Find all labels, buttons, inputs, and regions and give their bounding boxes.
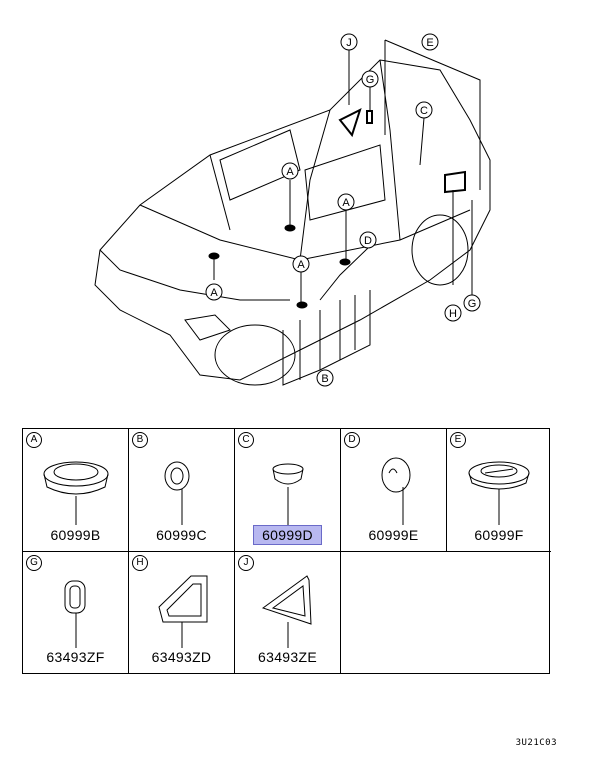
- part-cell-e[interactable]: E 60999F: [447, 429, 551, 552]
- callout-label: A: [342, 197, 350, 209]
- seal-j-icon: [261, 575, 312, 648]
- grommet-b-icon: [164, 461, 190, 525]
- parts-table: A 60999B B 60999C C 60999D D: [22, 428, 551, 674]
- callout-j: J: [340, 33, 358, 51]
- part-letter: G: [26, 555, 42, 571]
- part-number: 60999E: [368, 527, 419, 543]
- callout-label: A: [210, 287, 218, 299]
- diagram-code: 3U21C03: [515, 738, 557, 748]
- callout-h: H: [444, 304, 462, 322]
- part-letter: J: [238, 555, 254, 571]
- part-number: 63493ZF: [46, 649, 105, 665]
- callout-label: A: [286, 166, 294, 178]
- part-cell-b[interactable]: B 60999C: [129, 429, 235, 552]
- part-number: 60999B: [50, 527, 101, 543]
- part-letter: D: [344, 432, 360, 448]
- callout-a2: A: [337, 193, 355, 211]
- part-letter: A: [26, 432, 42, 448]
- callout-g1: G: [361, 70, 379, 88]
- callout-label: J: [346, 37, 352, 49]
- callout-label: E: [426, 37, 433, 49]
- part-cell-h[interactable]: H 63493ZD: [129, 552, 235, 673]
- seal-h-icon: [158, 575, 208, 648]
- callout-d: D: [359, 231, 377, 249]
- grommet-a-icon: [43, 461, 109, 525]
- part-number: 63493ZE: [258, 649, 317, 665]
- part-letter: H: [132, 555, 148, 571]
- part-letter: E: [450, 432, 466, 448]
- callout-label: C: [420, 105, 428, 117]
- part-number: 63493ZD: [151, 649, 212, 665]
- callout-b: B: [316, 369, 334, 387]
- grommet-c-icon: [272, 463, 304, 525]
- callout-c: C: [415, 101, 433, 119]
- seal-g-icon: [64, 580, 86, 648]
- callout-label: H: [449, 308, 457, 320]
- callout-label: G: [468, 298, 477, 310]
- callout-label: A: [297, 259, 305, 271]
- callout-a4: A: [205, 283, 223, 301]
- part-cell-d[interactable]: D 60999E: [341, 429, 447, 552]
- part-cell-j[interactable]: J 63493ZE: [235, 552, 341, 673]
- part-cell-c[interactable]: C 60999D: [235, 429, 341, 552]
- part-number: 60999C: [156, 527, 207, 543]
- callout-a1: A: [281, 162, 299, 180]
- callout-a3: A: [292, 255, 310, 273]
- part-number: 60999F: [474, 527, 524, 543]
- callout-label: D: [364, 235, 372, 247]
- part-cell-a[interactable]: A 60999B: [23, 429, 129, 552]
- part-letter: B: [132, 432, 148, 448]
- callout-e: E: [421, 33, 439, 51]
- grommet-d-icon: [381, 457, 411, 525]
- callout-g2: G: [463, 294, 481, 312]
- vehicle-diagram: J G E C A A D A A G H B: [94, 33, 491, 387]
- part-number: 60999D: [253, 525, 322, 545]
- part-letter: C: [238, 432, 254, 448]
- part-cell-g[interactable]: G 63493ZF: [23, 552, 129, 673]
- callout-label: B: [321, 373, 328, 385]
- grommet-e-icon: [468, 461, 530, 525]
- callout-label: G: [366, 74, 375, 86]
